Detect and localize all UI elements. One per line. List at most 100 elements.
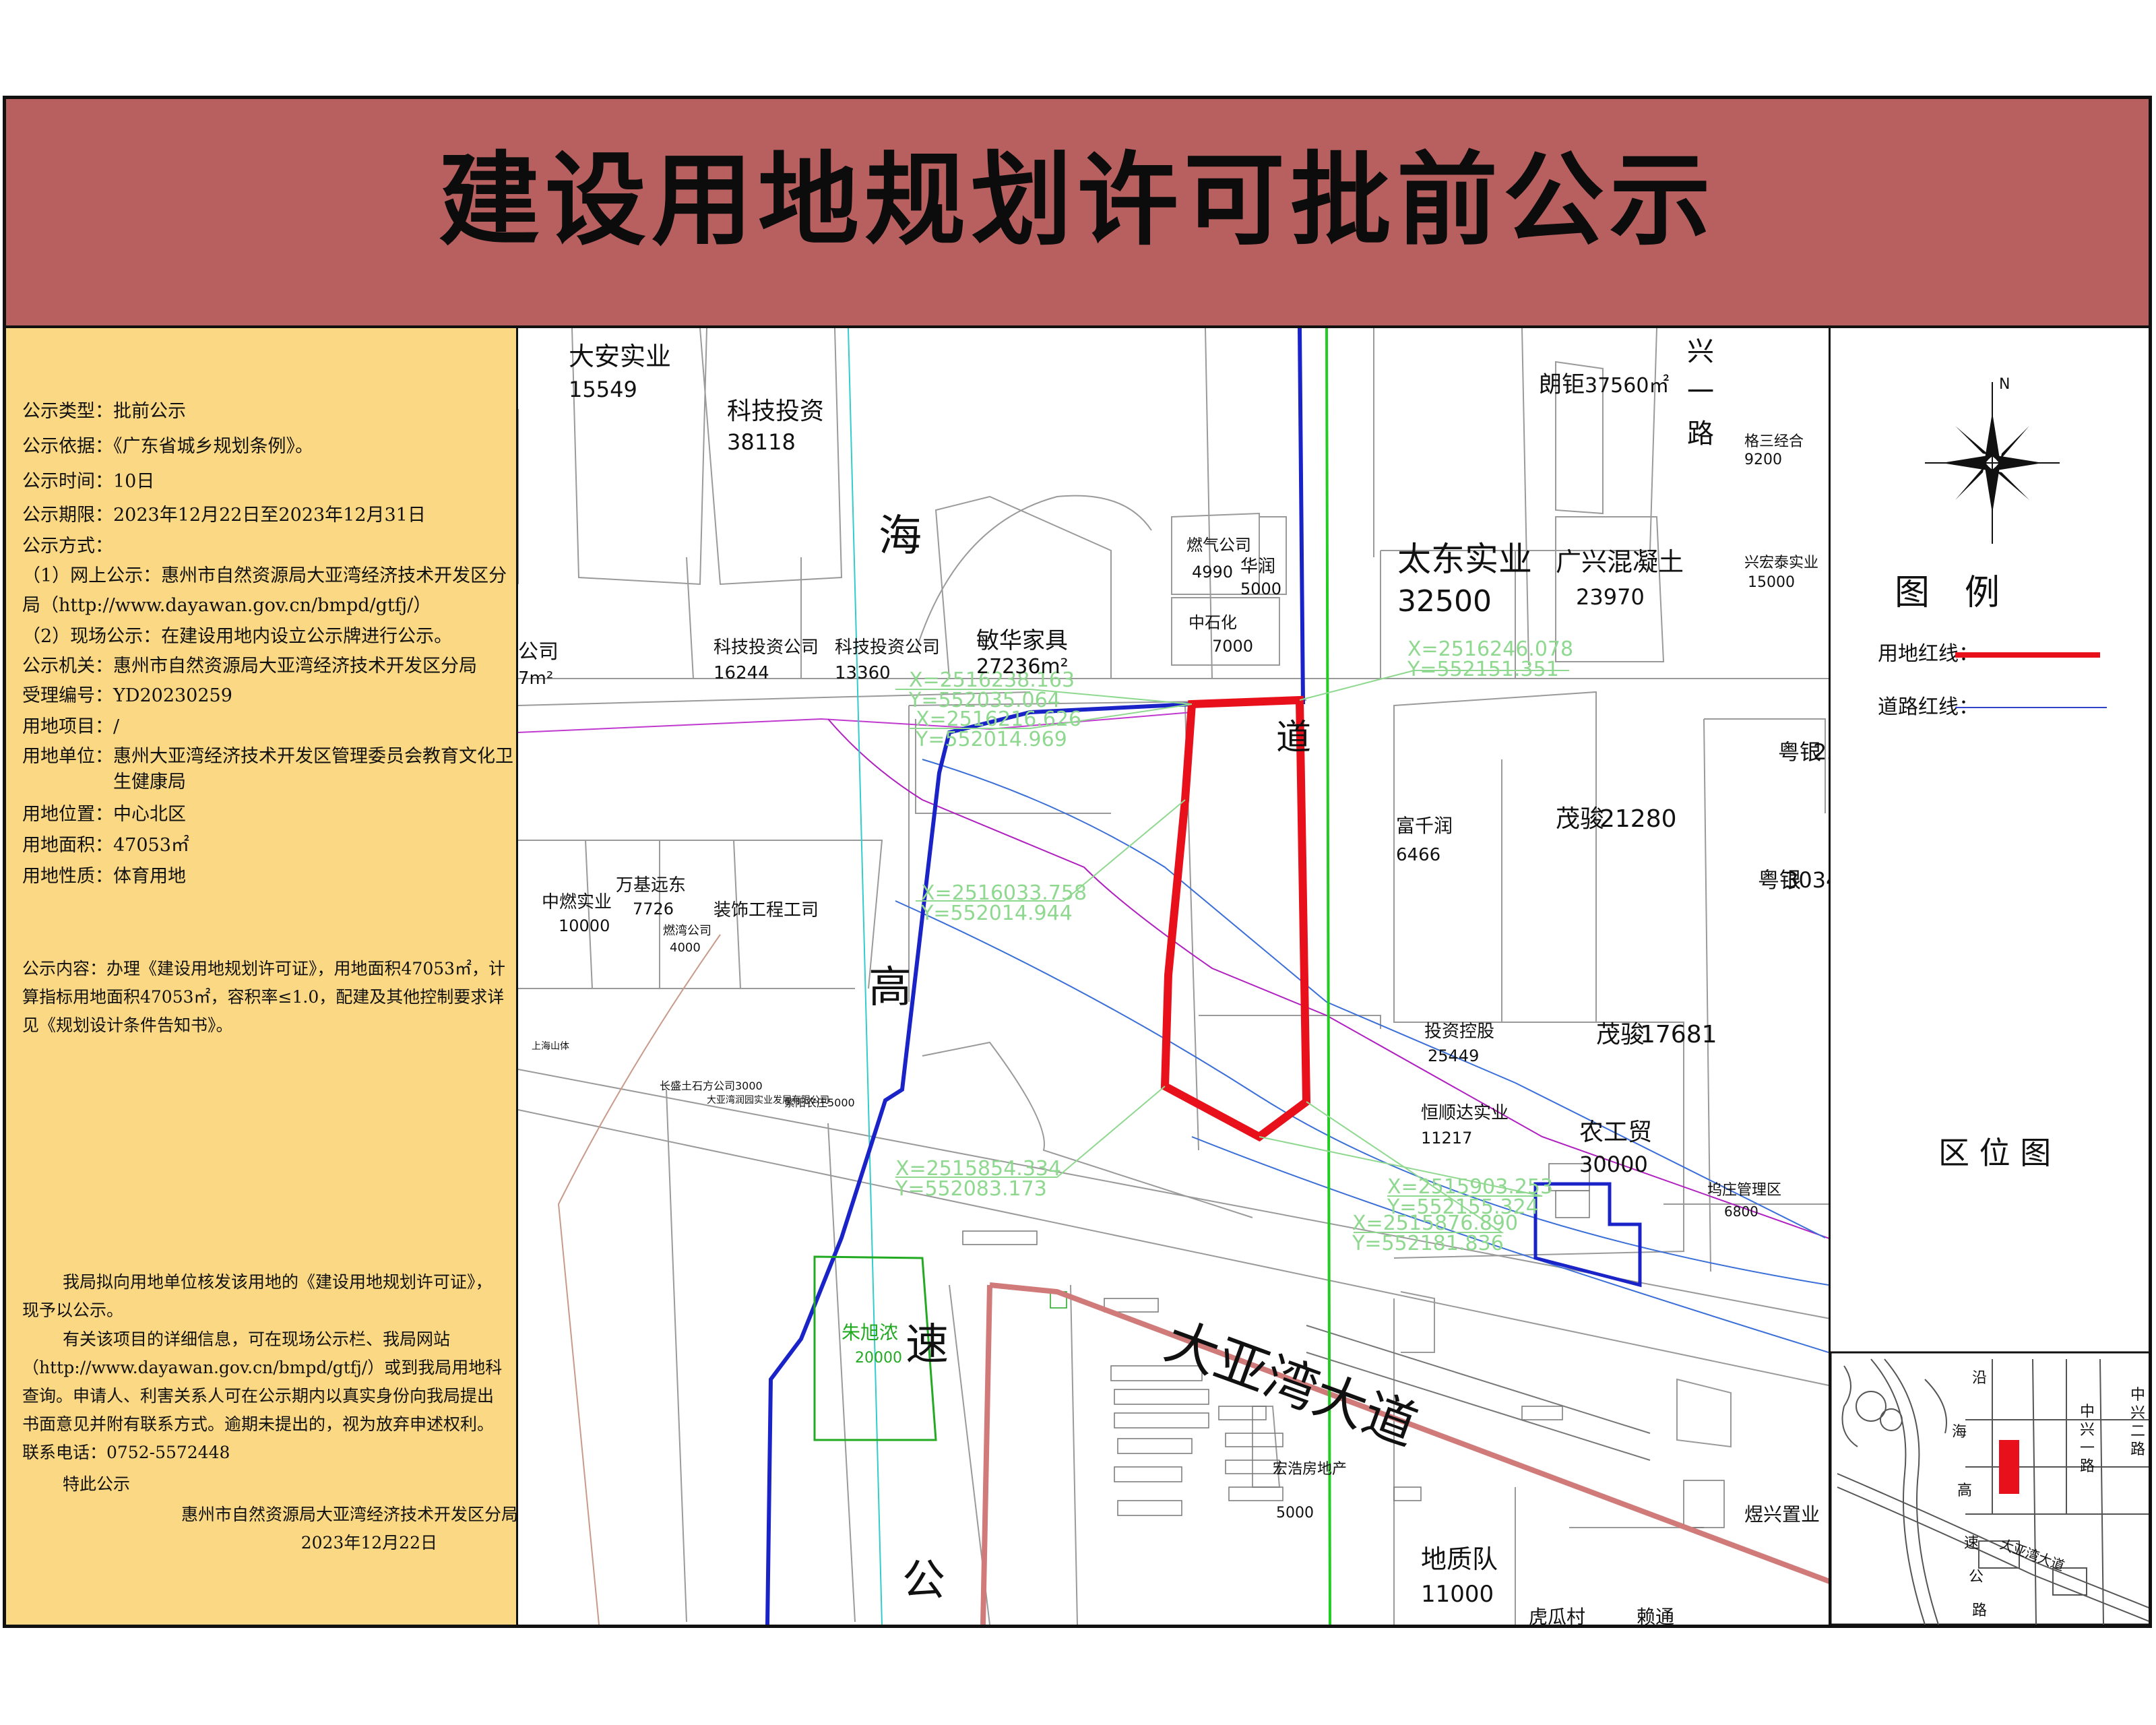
blue-route xyxy=(922,759,1826,1238)
parcel-name: 投资控股 xyxy=(1424,1022,1494,1042)
location-inset: 沿 海 高 速 公 路 中 兴 一 路 中 兴 二 路 大亚湾大道 xyxy=(1829,1351,2149,1625)
loc-label: 速 xyxy=(1964,1535,1979,1552)
parcel-name: 燃气公司 xyxy=(1186,536,1251,555)
parcel-name: 粤银 xyxy=(1758,867,1801,893)
parcel-name: 宏浩房地产 xyxy=(1273,1461,1347,1478)
north-label: N xyxy=(1999,376,2010,393)
parcel-area: 4000 xyxy=(670,941,701,955)
parcel-area: 32500 xyxy=(1397,584,1492,619)
road-label: 一 xyxy=(1687,377,1714,408)
road-label: 兴 xyxy=(1687,336,1714,367)
page-title: 建设用地规划许可批前公示 xyxy=(438,142,1716,259)
legend-canvas: N 图 例 用地红线： 道路红线： 区 位 图 xyxy=(1829,376,2149,1625)
parcel-name: 太东实业 xyxy=(1397,540,1532,579)
notice-line: 公示类型：批前公示 xyxy=(22,401,186,422)
coord-y: Y=552083.173 xyxy=(895,1177,1047,1201)
parcel-area: 30000 xyxy=(1579,1152,1648,1177)
parcel-area: 38118 xyxy=(727,429,796,455)
notice-closing: 特此公示 xyxy=(63,1474,131,1494)
parcel-name: 广兴混凝土 xyxy=(1556,547,1684,577)
parcel-area: 3034 xyxy=(1785,867,1829,893)
location-title: 区 位 图 xyxy=(1938,1135,2051,1171)
parcel-name: 地质队 xyxy=(1421,1544,1498,1574)
notice-line: 生健康局 xyxy=(22,772,186,792)
parcel-name: 中石化 xyxy=(1188,613,1237,632)
notice-board: 建设用地规划许可批前公示 公示类型：批前公示 公示依据：《广东省城乡规划条例》。… xyxy=(3,96,2152,1628)
parcel-area: 21280 xyxy=(1599,805,1677,833)
site-boundary[interactable] xyxy=(1160,695,1311,1142)
road-label: 道 xyxy=(1276,718,1311,758)
parcel-name: 恒顺达实业 xyxy=(1421,1103,1509,1123)
coord-y: Y=552181.836 xyxy=(1352,1232,1504,1255)
notice-line: 公示机关：惠州市自然资源局大亚湾经济技术开发区分局 xyxy=(22,656,477,677)
parcel-name: 虎瓜村 xyxy=(1529,1606,1585,1625)
coord-x: X=2516238.163 xyxy=(909,668,1075,692)
coord-y: Y=552014.944 xyxy=(920,902,1073,925)
parcel-name: 煜兴置业 xyxy=(1744,1503,1820,1526)
parcel-area: 4990 xyxy=(1192,563,1233,582)
parcel-name: 大亚湾润园实业发展有限公司 xyxy=(707,1094,829,1106)
north-arrow-icon: N xyxy=(1925,376,2060,544)
parcel-name: 上海山体 xyxy=(532,1041,569,1052)
parcel-area: 7m² xyxy=(518,668,553,689)
loc-label: 兴 xyxy=(2130,1405,2145,1422)
loc-label: 中 xyxy=(2080,1404,2095,1420)
parcel-area: 23 xyxy=(1813,739,1829,765)
road-label: 路 xyxy=(1687,418,1714,449)
notice-line: 公示时间：10日 xyxy=(22,471,155,492)
parcel-name: 农工贸 xyxy=(1579,1119,1652,1146)
notice-line: 局（http://www.dayawan.gov.cn/bmpd/gtfj/） xyxy=(22,595,432,616)
parcel-area: 5000 xyxy=(1240,579,1281,598)
coordinate-leaders xyxy=(895,670,1569,1233)
notice-date: 2023年12月22日 xyxy=(300,1533,437,1552)
coord-x: X=2515903.253 xyxy=(1387,1175,1553,1199)
parcel-name: 燃湾公司 xyxy=(663,924,711,938)
road-centerline xyxy=(1325,328,1331,1625)
road-label: 速 xyxy=(906,1320,949,1370)
parcel-name: 公司 xyxy=(518,640,559,664)
road-redline-west xyxy=(765,702,1193,1625)
parcel-name: 敏华家具 xyxy=(976,627,1068,654)
notice-content: 公示内容：办理《建设用地规划许可证》，用地面积47053㎡，计算指标用地面积47… xyxy=(22,959,506,1035)
loc-label: 二 xyxy=(2130,1423,2145,1440)
parcel-name: 格三经合 xyxy=(1744,433,1804,450)
blue-route-3 xyxy=(1191,1136,1829,1353)
notice-line: 公示依据：《广东省城乡规划条例》。 xyxy=(22,436,313,457)
dayawan-avenue-boundary xyxy=(989,1282,1829,1584)
parcel-area: 10000 xyxy=(559,916,610,935)
notice-line: 用地单位：惠州大亚湾经济技术开发区管理委员会教育文化卫 xyxy=(22,746,513,767)
notice-line: （2）现场公示：在建设用地内设立公示牌进行公示。 xyxy=(22,626,453,647)
parcel-name: 兴宏泰实业 xyxy=(1744,555,1818,571)
parcel-name: 科技投资公司 xyxy=(835,637,940,658)
parcel-area: 37560㎡ xyxy=(1585,374,1669,398)
coord-y: Y=552155.324 xyxy=(1387,1195,1539,1219)
notice-line: 受理编号：YD20230259 xyxy=(22,685,232,706)
map-canvas: X=2516238.163 Y=552035.064 X=2516216.626… xyxy=(518,328,1829,1625)
notice-line: （1）网上公示：惠州市自然资源局大亚湾经济技术开发区分 xyxy=(22,565,507,586)
parcel-area: 20000 xyxy=(855,1350,902,1367)
parcel-area: 9200 xyxy=(1744,451,1782,468)
notice-body-2: 有关该项目的详细信息，可在现场公示栏、我局网站（http://www.dayaw… xyxy=(22,1329,503,1462)
parcel-name: 朱旭浓 xyxy=(842,1321,898,1344)
notice-panel: 公示类型：批前公示 公示依据：《广东省城乡规划条例》。 公示时间：10日 公示期… xyxy=(6,328,518,1625)
loc-label: 一 xyxy=(2080,1440,2095,1457)
parcel-name: 粤银 xyxy=(1778,739,1821,765)
loc-label: 路 xyxy=(2130,1441,2145,1458)
coord-y: Y=552035.064 xyxy=(908,689,1060,712)
loc-label: 路 xyxy=(2080,1458,2095,1475)
parcel-name: 中燃实业 xyxy=(542,892,612,912)
parcel-name: 长盛土石方公司3000 xyxy=(660,1079,763,1092)
road-label: 海 xyxy=(879,511,922,561)
notice-line: 公示期限：2023年12月22日至2023年12月31日 xyxy=(22,505,426,526)
parcel-name: 紫阳农庄5000 xyxy=(784,1096,855,1109)
notice-line: 用地面积：47053㎡ xyxy=(22,835,189,856)
header-banner: 建设用地规划许可批前公示 xyxy=(6,99,2149,328)
coord-x: X=2516246.078 xyxy=(1407,637,1573,661)
planning-map[interactable]: X=2516238.163 Y=552035.064 X=2516216.626… xyxy=(518,328,1829,1625)
road-redline-north xyxy=(1298,328,1305,705)
coord-y: Y=552014.969 xyxy=(915,728,1067,751)
loc-label: 公 xyxy=(1969,1569,1984,1586)
parcel-area: 7000 xyxy=(1212,637,1253,656)
coord-y: Y=552151.351 xyxy=(1407,658,1559,681)
coord-x: X=2515876.890 xyxy=(1352,1212,1518,1235)
